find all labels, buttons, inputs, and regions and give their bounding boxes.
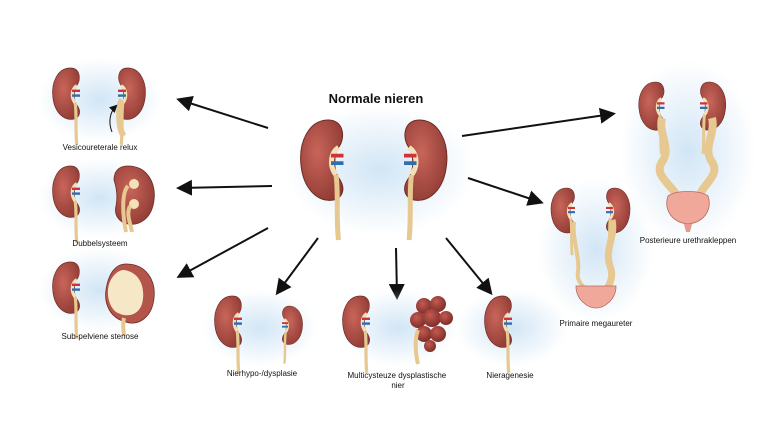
mcdk-illustration <box>338 290 458 375</box>
agenesis-illustration <box>456 290 568 375</box>
arrow-to-upj <box>176 227 269 278</box>
arrow-to-puv <box>461 107 616 137</box>
normal-kidneys-illustration <box>285 105 475 240</box>
hypoplasia-illustration <box>202 290 318 375</box>
label-mcdk: Multicysteuze dysplastische nier <box>348 371 449 390</box>
megaureter-illustration <box>538 178 654 322</box>
page-title: Normale nieren <box>329 91 424 106</box>
arrow-to-vur <box>176 96 269 129</box>
label-agenesis: Nieragenesie <box>486 371 534 380</box>
arrow-to-mcdk <box>388 247 405 300</box>
label-mcdk-text-line2: nier <box>391 381 405 390</box>
arrow-to-duplex <box>176 179 273 196</box>
label-vur: Vesicoureterale relux <box>63 143 138 152</box>
arrow-to-hypo <box>275 237 319 296</box>
vur-illustration <box>38 58 162 147</box>
label-mcdk-text: Multicysteuze dysplastische <box>348 371 447 380</box>
arrows <box>176 96 616 300</box>
arrow-to-megaureter <box>467 177 544 206</box>
label-upj: Sub-pelviene stenose <box>62 332 139 341</box>
label-puv: Posterieure urethrakleppen <box>640 236 737 245</box>
arrow-to-agenesis <box>445 237 493 296</box>
duplex-illustration <box>38 158 162 245</box>
puv-illustration <box>620 60 756 244</box>
upj-illustration <box>38 248 162 341</box>
label-hypo: Nierhypo-/dysplasie <box>227 369 298 378</box>
label-duplex: Dubbelsysteem <box>72 239 127 248</box>
label-megaureter: Primaire megaureter <box>560 319 633 328</box>
cysts <box>410 296 453 352</box>
